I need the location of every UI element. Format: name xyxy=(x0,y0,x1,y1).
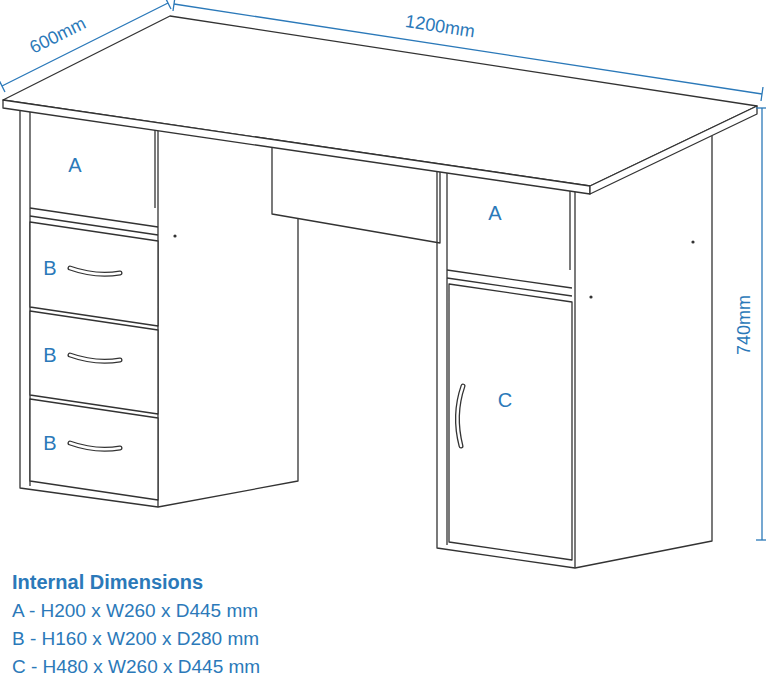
compartment-letter: A xyxy=(68,153,81,177)
drawer-handle xyxy=(70,268,120,449)
drawer-front xyxy=(30,222,158,326)
compartment-letter: B xyxy=(43,431,56,455)
door-handle xyxy=(457,386,463,446)
drawer-handle xyxy=(70,268,120,274)
dimension-label: 740mm xyxy=(734,293,756,357)
right-pedestal xyxy=(446,173,447,545)
cupboard-door xyxy=(449,284,572,560)
door-handle xyxy=(457,386,463,446)
dimensions-row: C - H480 x W260 x D445 mm xyxy=(12,656,260,679)
compartment-letter: B xyxy=(43,256,56,280)
right-pedestal xyxy=(574,192,575,568)
desk-top xyxy=(3,100,590,194)
desk-top xyxy=(590,106,757,194)
screw-dot xyxy=(691,240,694,243)
drawer-handle xyxy=(70,443,120,449)
screw-dot xyxy=(173,234,694,298)
dimensions-heading: Internal Dimensions xyxy=(12,570,203,594)
dimension-line xyxy=(761,108,762,540)
drawer-front xyxy=(30,311,158,414)
compartment-letter: B xyxy=(43,343,56,367)
dimension-line xyxy=(756,107,766,108)
drawer-handle xyxy=(70,268,120,274)
screw-dot xyxy=(589,295,592,298)
dimension-line xyxy=(2,3,168,86)
left-pedestal xyxy=(20,110,298,507)
dimension-line xyxy=(173,0,175,11)
door-handle xyxy=(457,386,463,446)
drawer-handle xyxy=(70,443,120,449)
dimension-line xyxy=(165,0,171,9)
modesty-panel xyxy=(272,147,440,243)
dimension-label: 1200mm xyxy=(402,11,478,44)
right-pedestal xyxy=(437,136,712,568)
dimensions-row: A - H200 x W260 x D445 mm xyxy=(12,600,258,623)
drawer-front xyxy=(30,399,158,500)
dimension-label: 600mm xyxy=(25,12,92,60)
compartment-letter: C xyxy=(498,388,512,412)
right-pedestal xyxy=(437,136,712,568)
left-pedestal xyxy=(154,130,155,208)
compartment-letter: A xyxy=(488,201,501,225)
right-pedestal xyxy=(447,270,572,288)
left-pedestal xyxy=(20,110,298,507)
modesty-panel xyxy=(272,147,440,243)
drawer-front xyxy=(30,222,158,500)
screw-dot xyxy=(173,234,176,237)
dimension-line xyxy=(761,87,763,101)
dimension-line xyxy=(0,0,766,540)
dimensions-row: B - H160 x W200 x D280 mm xyxy=(12,628,259,651)
desk-top xyxy=(3,16,757,194)
left-pedestal xyxy=(30,208,158,227)
drawer-handle xyxy=(70,355,120,361)
dimension-line xyxy=(756,539,766,540)
cupboard-door xyxy=(449,284,572,560)
right-pedestal xyxy=(569,191,570,270)
dimension-line xyxy=(174,4,762,94)
drawer-handle xyxy=(70,355,120,361)
dimension-line xyxy=(0,80,5,92)
